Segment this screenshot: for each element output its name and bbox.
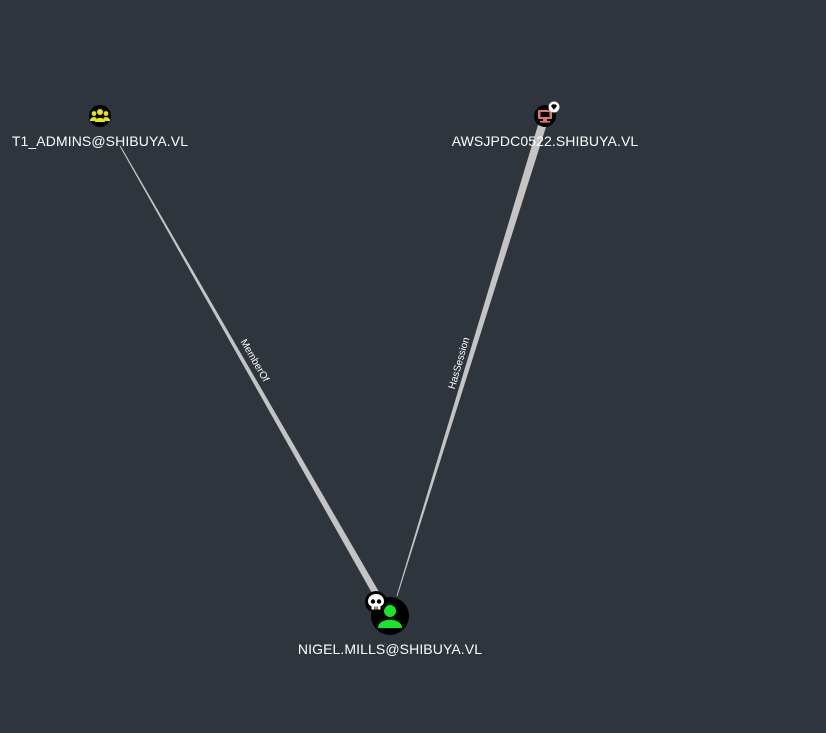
- user-icon: [378, 605, 402, 628]
- node-nigel-mills[interactable]: [365, 591, 409, 635]
- skull-icon: [365, 591, 387, 613]
- node-label-t1-admins: T1_ADMINS@SHIBUYA.VL: [11, 133, 189, 149]
- edge-memberof[interactable]: MemberOf: [119, 145, 381, 598]
- node-label-awsjpdc0522: AWSJPDC0522.SHIBUYA.VL: [451, 133, 639, 149]
- node-awsjpdc0522[interactable]: [534, 101, 560, 128]
- node-t1-admins[interactable]: [89, 105, 111, 127]
- group-icon: [90, 109, 110, 122]
- node-label-nigel-mills: NIGEL.MILLS@SHIBUYA.VL: [297, 641, 483, 657]
- computer-icon: [538, 110, 552, 123]
- edge-hassession[interactable]: HasSession: [396, 125, 547, 596]
- diamond-badge-icon: [548, 101, 560, 113]
